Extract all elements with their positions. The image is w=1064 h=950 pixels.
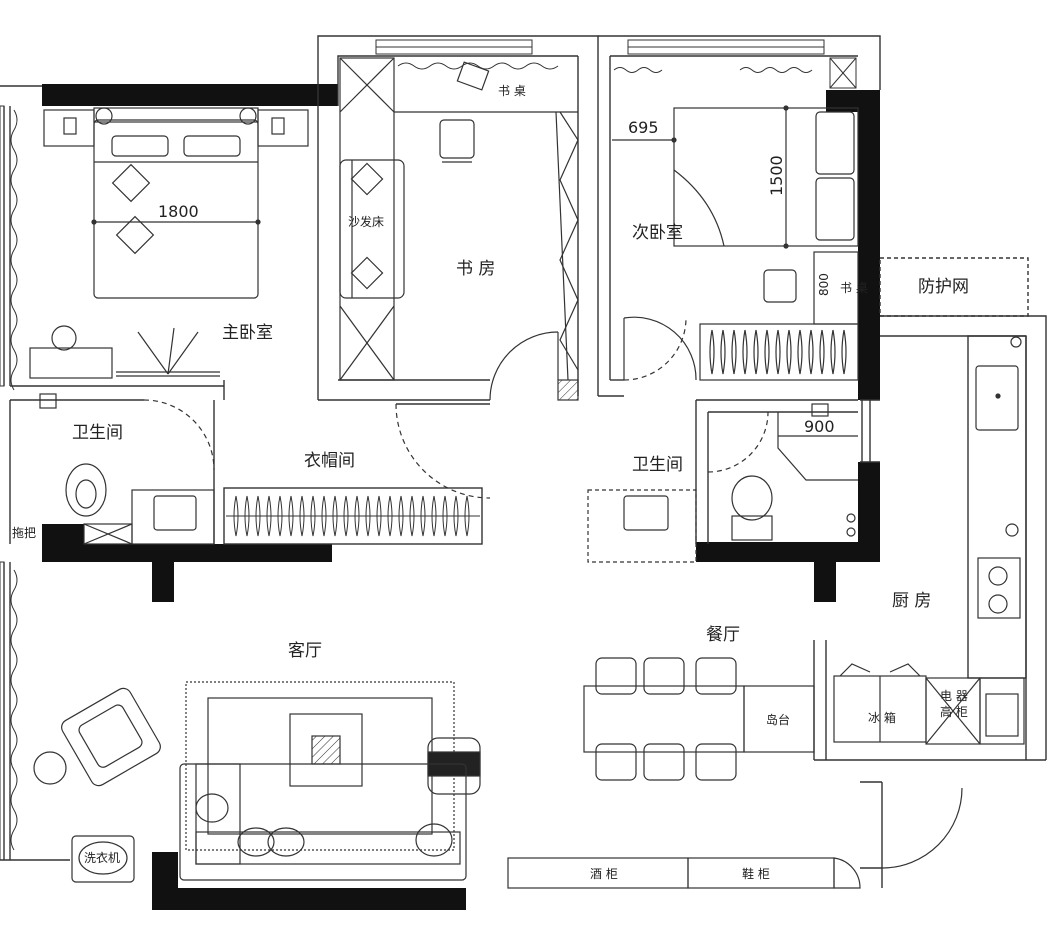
hanger-icon bbox=[442, 495, 448, 537]
appliance-cabinet-label-1: 电 器 bbox=[940, 689, 968, 703]
dining-chair-icon bbox=[695, 743, 737, 781]
bathroom-left-fixtures bbox=[39, 393, 215, 545]
hanger-icon bbox=[453, 495, 459, 537]
master-bed bbox=[29, 107, 309, 379]
hanger-icon bbox=[398, 495, 404, 537]
hanger-icon bbox=[321, 495, 327, 537]
dining-chair-icon bbox=[595, 657, 637, 695]
hanger-icon bbox=[255, 495, 261, 537]
study-desk-label: 书 桌 bbox=[498, 84, 526, 98]
hanger-icon bbox=[764, 329, 770, 375]
hanger-icon bbox=[387, 495, 393, 537]
hanger-icon bbox=[343, 495, 349, 537]
curtains bbox=[10, 62, 813, 851]
hanger-icon bbox=[277, 495, 283, 537]
master-bed-dimension: 1800 bbox=[158, 202, 199, 221]
hanger-icon bbox=[753, 329, 759, 375]
hanger-icon bbox=[266, 495, 272, 537]
study-label: 书 房 bbox=[456, 259, 495, 279]
wine-cabinet-label: 酒 柜 bbox=[590, 867, 618, 881]
windows bbox=[0, 39, 857, 861]
desk-width-dimension: 800 bbox=[817, 273, 831, 296]
bath-width-dimension: 900 bbox=[804, 417, 835, 436]
shoe-cabinet-label: 鞋 柜 bbox=[742, 866, 770, 881]
study-furniture bbox=[339, 57, 579, 499]
hanger-icon bbox=[365, 495, 371, 537]
bathroom-right-fixtures bbox=[587, 403, 858, 563]
hanger-icon bbox=[420, 495, 426, 537]
second-bedroom-label: 次卧室 bbox=[632, 223, 683, 243]
hanger-icon bbox=[786, 329, 792, 375]
hanger-icon bbox=[299, 495, 305, 537]
hanger-icon bbox=[797, 329, 803, 375]
second-bed-offset-dimension: 695 bbox=[628, 118, 659, 137]
second-bedroom-furniture bbox=[612, 105, 859, 381]
hanger-icon bbox=[464, 495, 470, 537]
dining-chair-icon bbox=[643, 743, 685, 781]
master-bedroom-label: 主卧室 bbox=[222, 323, 273, 343]
second-bed-length-dimension: 1500 bbox=[767, 155, 786, 196]
thick-walls bbox=[42, 84, 880, 910]
bathroom-right-label: 卫生间 bbox=[632, 455, 683, 475]
dining-chair-icon bbox=[643, 657, 685, 695]
hanger-icon bbox=[310, 495, 316, 537]
dining-room-label: 餐厅 bbox=[706, 625, 740, 645]
hanger-icon bbox=[332, 495, 338, 537]
hanger-icon bbox=[720, 329, 726, 375]
washing-machine-label: 洗衣机 bbox=[84, 850, 120, 865]
hanger-icon bbox=[841, 329, 847, 375]
mop-pool-label: 拖把 bbox=[12, 526, 36, 540]
living-room-label: 客厅 bbox=[288, 641, 322, 661]
hanger-icon bbox=[819, 329, 825, 375]
dining-chair-icon bbox=[695, 657, 737, 695]
hanger-icon bbox=[288, 495, 294, 537]
dining-chair-icon bbox=[595, 743, 637, 781]
hanger-icon bbox=[244, 495, 250, 537]
hanger-icon bbox=[354, 495, 360, 537]
wardrobe-hangers bbox=[226, 495, 480, 537]
hanger-icon bbox=[409, 495, 415, 537]
hanger-icon bbox=[709, 329, 715, 375]
fridge-label: 冰 箱 bbox=[868, 710, 896, 725]
hanger-icon bbox=[431, 495, 437, 537]
island-label: 岛台 bbox=[766, 712, 790, 727]
kitchen-label: 厨 房 bbox=[892, 591, 931, 611]
hanger-icon bbox=[233, 495, 239, 537]
living-room-furniture bbox=[33, 681, 861, 889]
thin-walls bbox=[0, 35, 1047, 888]
sofa-bed-label: 沙发床 bbox=[348, 214, 384, 229]
wardrobe-label: 衣帽间 bbox=[304, 451, 355, 471]
hanger-icon bbox=[731, 329, 737, 375]
hanger-icon bbox=[376, 495, 382, 537]
hanger-icon bbox=[775, 329, 781, 375]
hanger-icon bbox=[830, 329, 836, 375]
hanger-icon bbox=[808, 329, 814, 375]
appliance-cabinet-label-2: 高 柜 bbox=[940, 704, 968, 719]
kitchen-fixtures bbox=[833, 336, 1025, 869]
dining-furniture bbox=[583, 657, 815, 781]
second-desk-label: 书 桌 bbox=[840, 281, 868, 295]
bathroom-left-label: 卫生间 bbox=[72, 423, 123, 443]
guard-net-label: 防护网 bbox=[918, 277, 969, 297]
hanger-icon bbox=[742, 329, 748, 375]
